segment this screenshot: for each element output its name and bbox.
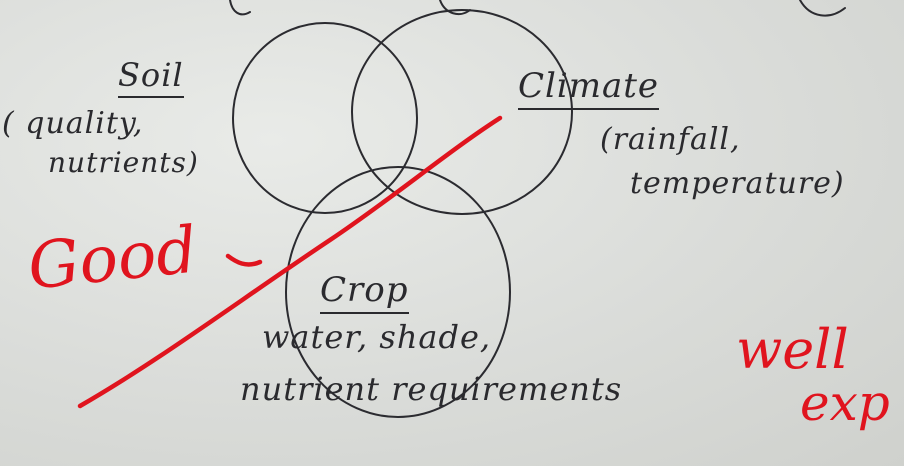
well-annotation: well (736, 318, 849, 381)
check-mark-stroke (77, 115, 503, 409)
soil-detail-line2: nutrients) (48, 146, 199, 179)
explained-annotation: exp (800, 374, 890, 432)
check-mark-hook (225, 253, 263, 267)
soil-detail-line1: ( quality, (2, 106, 144, 141)
soil-circle (232, 22, 418, 214)
top-scribble-mid (439, 0, 471, 16)
climate-detail-line2: temperature) (630, 166, 845, 201)
soil-label: Soil (118, 56, 184, 98)
crop-label: Crop (320, 270, 409, 314)
climate-circle (351, 9, 573, 215)
top-scribble-right (799, 0, 846, 17)
crop-detail-line2: nutrient requirements (240, 370, 623, 408)
crop-detail-line1: water, shade, (262, 318, 492, 356)
crop-circle (285, 166, 511, 418)
climate-label: Climate (518, 66, 660, 110)
top-scribble-left (229, 0, 251, 16)
climate-detail-line1: (rainfall, (600, 122, 741, 157)
